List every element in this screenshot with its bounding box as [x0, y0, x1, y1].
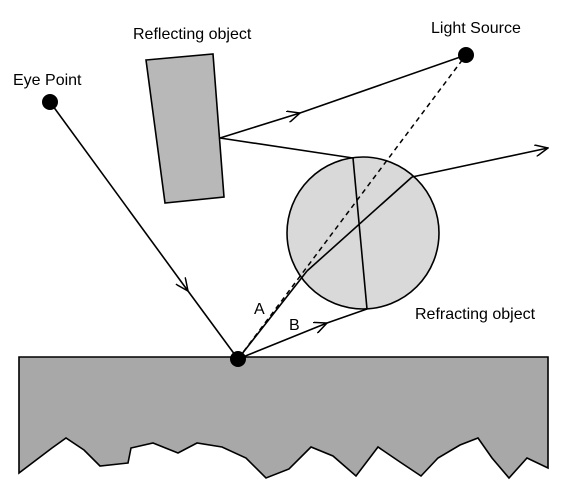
reflection-ray-to-light [299, 54, 467, 114]
ray-a-exit-arrow [411, 148, 548, 178]
eye-point-dot [42, 94, 58, 110]
light-source-label: Light Source [431, 20, 521, 37]
ground-surface [18, 356, 549, 480]
hit-point-dot [230, 351, 246, 367]
shadow-ray-dashed [237, 54, 467, 360]
reflecting-object-label: Reflecting object [133, 26, 252, 43]
refracting-object-label: Refracting object [415, 306, 536, 323]
reflection-ray-to-arrow [219, 113, 300, 139]
ray-b-to-sphere [326, 308, 368, 324]
sphere-internal-chord [352, 157, 368, 310]
reflecting-object [145, 53, 225, 204]
ray-b-label: B [289, 317, 300, 334]
ray-a-label: A [254, 301, 265, 318]
refracting-object-sphere [286, 156, 440, 310]
eye-point-label: Eye Point [13, 72, 82, 89]
eye-ray-to-surface [187, 290, 239, 360]
ray-a-to-sphere [237, 270, 308, 360]
eye-ray-to-arrow [49, 101, 188, 291]
ray-b-to-arrow [237, 323, 327, 360]
reflector-to-sphere-ray [219, 137, 354, 159]
light-source-dot [458, 47, 474, 63]
